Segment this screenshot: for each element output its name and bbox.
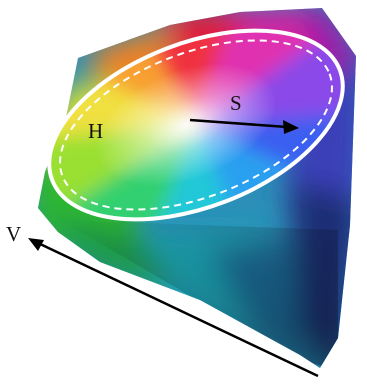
value-label: V — [6, 222, 21, 246]
hue-label: H — [88, 119, 103, 143]
saturation-label: S — [230, 91, 242, 115]
